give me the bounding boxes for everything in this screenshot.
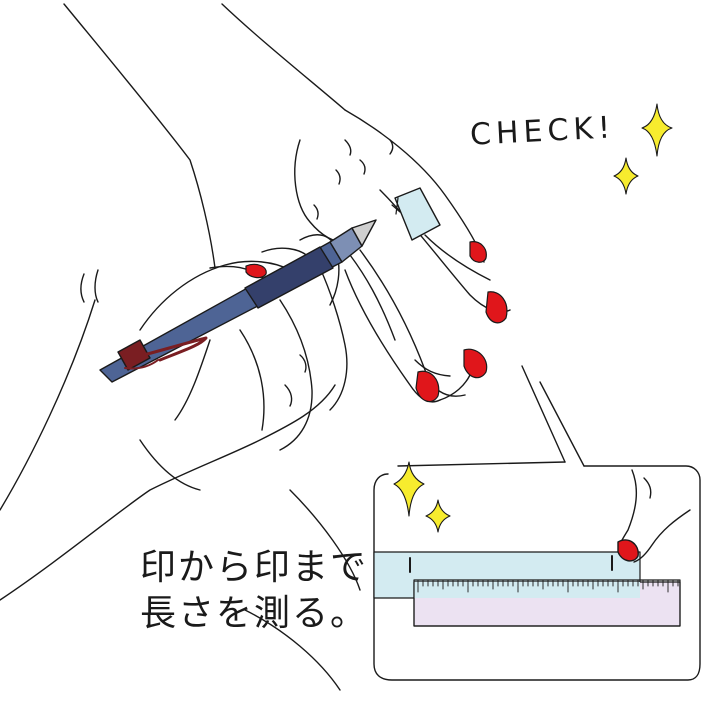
right-arm [0,3,361,691]
pen [99,219,377,383]
left-arm [0,3,273,511]
caption-line-2: 長さを測る。 [140,593,369,634]
red-nails [245,241,508,403]
sparkle-icon [393,103,673,533]
caption-line-1: 印から印まで [140,547,369,588]
motion-marks [80,269,99,303]
tape-on-finger [391,187,441,241]
zoom-bubble [373,461,701,681]
bubble-pointer [521,365,585,467]
